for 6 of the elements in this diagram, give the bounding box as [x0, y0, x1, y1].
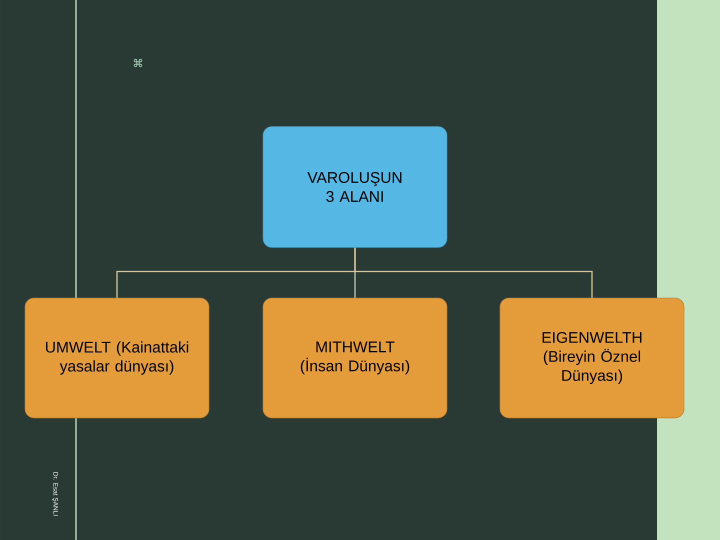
- title-box: VAROLUŞUN 3 ALANI: [262, 126, 448, 248]
- connector-line: [354, 248, 593, 298]
- concept-box: UMWELT (Kainattaki yasalar dünyası): [24, 298, 210, 418]
- concept-box: EIGENWELTH (Bireyin Öznel Dünyası): [500, 298, 684, 418]
- concept-box: MITHWELT (İnsan Dünyası): [262, 298, 448, 418]
- command-symbol: ⌘: [134, 58, 142, 68]
